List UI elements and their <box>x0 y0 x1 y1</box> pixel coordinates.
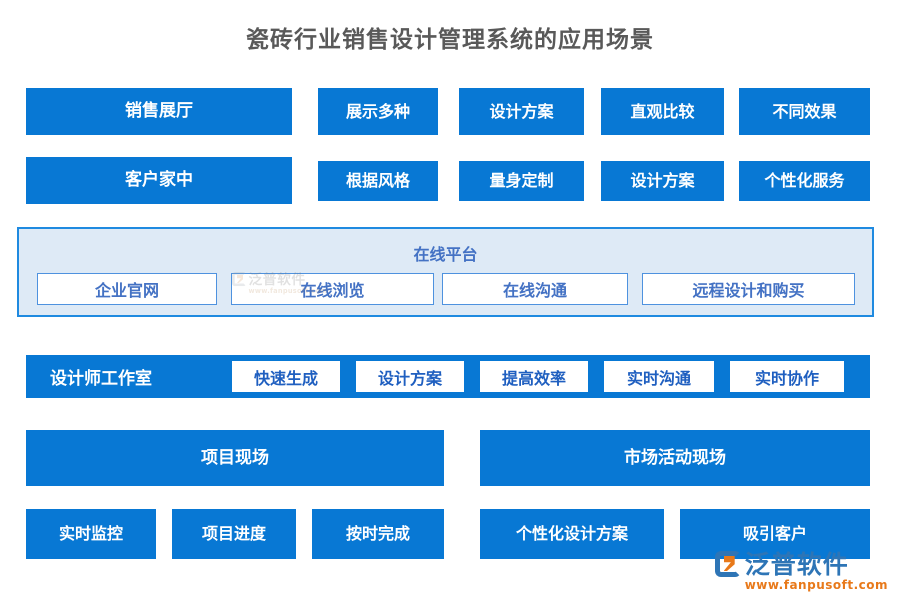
scenario-item-tailor-made[interactable]: 量身定制 <box>459 161 584 201</box>
outcome-project-progress[interactable]: 项目进度 <box>172 509 296 559</box>
studio-item-improve-efficiency[interactable]: 提高效率 <box>480 361 588 392</box>
scenario-item-visual-comparison[interactable]: 直观比较 <box>601 88 724 135</box>
online-platform-title: 在线平台 <box>413 245 478 264</box>
scenario-item-personalized-service[interactable]: 个性化服务 <box>739 161 870 201</box>
scenario-item-show-variety[interactable]: 展示多种 <box>318 88 438 135</box>
studio-item-fast-generation[interactable]: 快速生成 <box>232 361 340 392</box>
online-platform-panel: 在线平台 企业官网 在线浏览 在线沟通 远程设计和购买 <box>17 227 874 317</box>
outcome-realtime-monitoring[interactable]: 实时监控 <box>26 509 156 559</box>
scenario-item-by-style[interactable]: 根据风格 <box>318 161 438 201</box>
scenario-label-sales-showroom[interactable]: 销售展厅 <box>26 88 292 135</box>
scenario-item-design-plan[interactable]: 设计方案 <box>459 88 584 135</box>
scenario-item-different-effects[interactable]: 不同效果 <box>739 88 870 135</box>
scenario-item-design-plan[interactable]: 设计方案 <box>601 161 724 201</box>
studio-item-realtime-communication[interactable]: 实时沟通 <box>604 361 714 392</box>
outcome-on-time-completion[interactable]: 按时完成 <box>312 509 444 559</box>
platform-item-remote-design-purchase[interactable]: 远程设计和购买 <box>642 273 855 305</box>
studio-item-design-plan[interactable]: 设计方案 <box>356 361 464 392</box>
outcome-personalized-design-plan[interactable]: 个性化设计方案 <box>480 509 664 559</box>
page-title: 瓷砖行业销售设计管理系统的应用场景 <box>246 27 654 53</box>
watermark-url: www.fanpusoft.com <box>744 578 888 592</box>
scenario-row-sales-showroom: 销售展厅 展示多种 设计方案 直观比较 不同效果 <box>0 88 900 135</box>
platform-item-official-website[interactable]: 企业官网 <box>37 273 217 305</box>
outcome-attract-customers[interactable]: 吸引客户 <box>680 509 870 559</box>
platform-item-online-browsing[interactable]: 在线浏览 <box>231 273 434 305</box>
studio-item-realtime-collaboration[interactable]: 实时协作 <box>730 361 844 392</box>
designer-studio-bar: 设计师工作室 快速生成 设计方案 提高效率 实时沟通 实时协作 <box>26 355 870 398</box>
outcome-row: 实时监控 项目进度 按时完成 个性化设计方案 吸引客户 <box>0 509 900 559</box>
site-project-site[interactable]: 项目现场 <box>26 430 444 486</box>
site-market-event-site[interactable]: 市场活动现场 <box>480 430 870 486</box>
scenario-row-customer-home: 客户家中 根据风格 量身定制 设计方案 个性化服务 <box>0 157 900 204</box>
designer-studio-label[interactable]: 设计师工作室 <box>50 369 152 389</box>
site-scenario-row: 项目现场 市场活动现场 <box>0 430 900 486</box>
scenario-label-customer-home[interactable]: 客户家中 <box>26 157 292 204</box>
platform-item-online-communication[interactable]: 在线沟通 <box>442 273 628 305</box>
